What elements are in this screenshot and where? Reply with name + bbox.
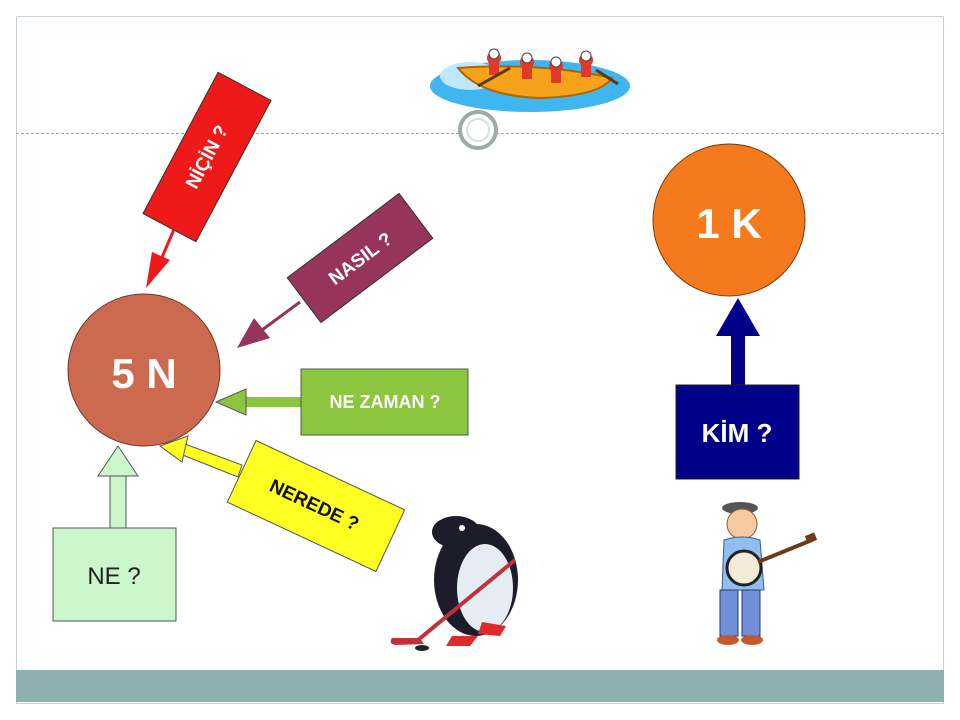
penguin-foot bbox=[478, 622, 506, 636]
kim-box bbox=[675, 384, 800, 480]
penguin-hockey-illustration bbox=[390, 516, 518, 651]
ne-box bbox=[52, 527, 177, 622]
rafters bbox=[487, 48, 593, 83]
five-n-circle bbox=[67, 293, 221, 447]
ne-arrow bbox=[97, 445, 139, 529]
nerede-arrow bbox=[158, 435, 243, 478]
rafting-boat-illustration bbox=[430, 48, 630, 112]
player-shoe bbox=[717, 635, 739, 645]
nicin-box: NİÇİN ? bbox=[142, 71, 272, 243]
player-leg bbox=[719, 589, 739, 637]
kim-arrow bbox=[716, 298, 760, 386]
footer-bar bbox=[16, 670, 944, 702]
ne-zaman-box bbox=[300, 368, 469, 436]
nasil-box: NASIL ? bbox=[286, 192, 434, 324]
banjo-head bbox=[804, 532, 818, 544]
player-face bbox=[726, 508, 758, 540]
banjo-player-illustration bbox=[717, 502, 818, 645]
nicin-arrow-head bbox=[146, 252, 170, 288]
hockey-stick-blade bbox=[390, 638, 424, 645]
kim-label: KİM ? bbox=[702, 418, 773, 448]
penguin-eye bbox=[459, 525, 465, 531]
penguin-head bbox=[432, 516, 480, 548]
ne-arrow-head bbox=[97, 445, 139, 477]
ring-ornament bbox=[458, 110, 498, 150]
nasil-arrow-head bbox=[237, 318, 270, 348]
nerede-arrow-head bbox=[158, 435, 189, 463]
player-shoe bbox=[741, 635, 763, 645]
nasil-arrow bbox=[237, 300, 301, 348]
banjo-neck bbox=[757, 538, 813, 564]
one-k-label: 1 K bbox=[696, 200, 761, 247]
player-leg bbox=[741, 589, 761, 637]
hockey-puck bbox=[415, 645, 429, 651]
five-n-label: 5 N bbox=[111, 350, 176, 397]
one-k-circle bbox=[652, 143, 806, 297]
banjo-body bbox=[725, 549, 763, 587]
ne-zaman-arrow bbox=[214, 388, 302, 416]
penguin-foot bbox=[446, 636, 478, 646]
penguin-belly bbox=[457, 544, 513, 632]
paddle bbox=[595, 68, 619, 86]
ne-zaman-label: NE ZAMAN ? bbox=[330, 392, 441, 412]
ne-zaman-arrow-head bbox=[214, 388, 247, 416]
penguin-beak bbox=[476, 528, 504, 542]
kim-arrow-head bbox=[716, 298, 760, 336]
hockey-stick bbox=[416, 558, 517, 642]
paddle bbox=[477, 66, 511, 88]
ne-label: NE ? bbox=[87, 563, 140, 590]
nerede-box: NEREDE ? bbox=[226, 439, 406, 573]
ring-ornament-inner bbox=[466, 118, 490, 142]
